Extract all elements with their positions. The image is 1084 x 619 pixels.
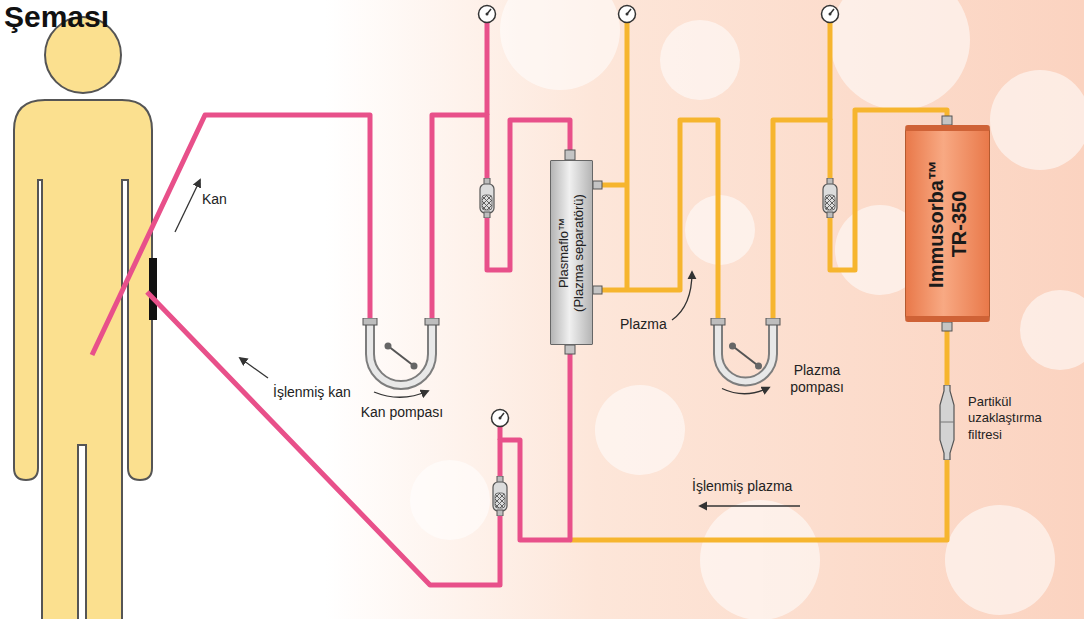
- column-label: TR-350: [948, 160, 971, 288]
- port-nipple: [942, 322, 952, 331]
- port-nipple: [942, 116, 952, 125]
- separator-label: (Plazma separatörü): [572, 194, 587, 312]
- port-nipple: [565, 116, 952, 354]
- blood-line: [147, 292, 570, 585]
- bubble: [835, 205, 925, 295]
- pump-label: Kan pompası: [347, 404, 457, 421]
- filter-housing: [940, 385, 954, 460]
- blood-line: [92, 115, 370, 355]
- filter-seam: [940, 422, 954, 423]
- pump-roller: [755, 363, 762, 370]
- separator-label: Plasmaflo™: [557, 194, 572, 312]
- pump-rotor: [733, 346, 759, 366]
- patient-figure: [14, 100, 152, 619]
- bubble: [410, 460, 490, 540]
- bubble: [595, 385, 685, 475]
- pressure-gauge: [479, 6, 496, 23]
- plasma-line: [570, 460, 947, 540]
- pump-label: Plazma pompası: [776, 362, 858, 396]
- pump-drawing: [347, 318, 457, 405]
- tubing-connector: [593, 120, 718, 318]
- port-nipple: [565, 150, 575, 160]
- flow-arrow: [240, 358, 268, 378]
- filter-drawing: [932, 385, 962, 460]
- port-nipple: [593, 286, 602, 294]
- port-nipple: [593, 181, 602, 189]
- port-nipple: [565, 345, 575, 354]
- plasma-line: [570, 23, 947, 540]
- pressure-gauge: [479, 6, 839, 427]
- pump-tube: [370, 318, 432, 385]
- blood-line: [92, 23, 570, 585]
- plasma-separator: Plasmaflo™(Plazma separatörü): [550, 160, 593, 345]
- drip-chamber: [493, 476, 507, 516]
- pump-label-box: Plazma pompası: [776, 362, 858, 396]
- bubble: [500, 0, 620, 90]
- pump-tube: [370, 318, 432, 385]
- flow-label: Kan: [202, 191, 227, 207]
- plasma-line: [625, 23, 630, 290]
- pressure-gauge: [822, 6, 839, 23]
- blood-line: [498, 427, 503, 440]
- rotation-arrow: [374, 391, 428, 397]
- flow-label: İşlenmiş kan: [273, 384, 351, 400]
- bubble: [410, 0, 1084, 619]
- pump-roller: [729, 343, 736, 350]
- column-label-box: Immusorba™TR-350: [925, 160, 971, 288]
- pump-roller: [385, 343, 392, 350]
- pump-rotor: [388, 346, 414, 366]
- pump-drawing: [700, 318, 860, 402]
- bubble: [660, 20, 740, 100]
- pump-tube: [718, 318, 773, 381]
- pump-tube: [718, 318, 773, 381]
- tubing-connector: [773, 110, 947, 318]
- plasma-line: [828, 23, 833, 120]
- pump: Plazma pompası: [700, 318, 860, 402]
- bubble: [830, 0, 970, 110]
- adsorption-column: Immusorba™TR-350: [905, 125, 990, 322]
- diagram-title: Şeması: [4, 0, 109, 34]
- pump-fitting: [425, 318, 439, 325]
- pressure-gauge: [619, 6, 636, 23]
- pump-roller: [411, 363, 418, 370]
- pump-fitting: [711, 318, 725, 325]
- patient-figure: [45, 17, 121, 93]
- tubing-connector: [432, 115, 570, 318]
- drip-chamber: [480, 178, 837, 516]
- bubble: [1020, 290, 1084, 370]
- flow-arrow: [175, 180, 200, 232]
- bubble: [700, 500, 820, 619]
- pump-label-box: Kan pompası: [347, 404, 457, 421]
- particle-filter: Partikül uzaklaştırma filtresi: [932, 385, 1080, 460]
- patient-figure: [14, 17, 157, 619]
- column-label: Immusorba™: [925, 160, 948, 288]
- rotation-arrow: [722, 388, 769, 394]
- bubble: [945, 505, 1055, 615]
- pump-fitting: [766, 318, 780, 325]
- bubble: [990, 70, 1084, 170]
- flow-label: İşlenmiş plazma: [692, 478, 792, 494]
- flow-arrow: [700, 505, 800, 506]
- column-label-box: Plasmaflo™(Plazma separatörü): [557, 194, 587, 312]
- drip-chamber: [823, 178, 837, 218]
- drip-chamber: [480, 178, 494, 218]
- pump: Kan pompası: [347, 318, 457, 423]
- filter-label: Partikül uzaklaştırma filtresi: [968, 394, 1078, 443]
- cannula-band: [149, 258, 157, 320]
- blood-line: [485, 23, 490, 115]
- flow-label: Plazma: [620, 316, 667, 332]
- filter-label-box: Partikül uzaklaştırma filtresi: [968, 394, 1078, 443]
- pump-fitting: [363, 318, 377, 325]
- pressure-gauge: [492, 410, 509, 427]
